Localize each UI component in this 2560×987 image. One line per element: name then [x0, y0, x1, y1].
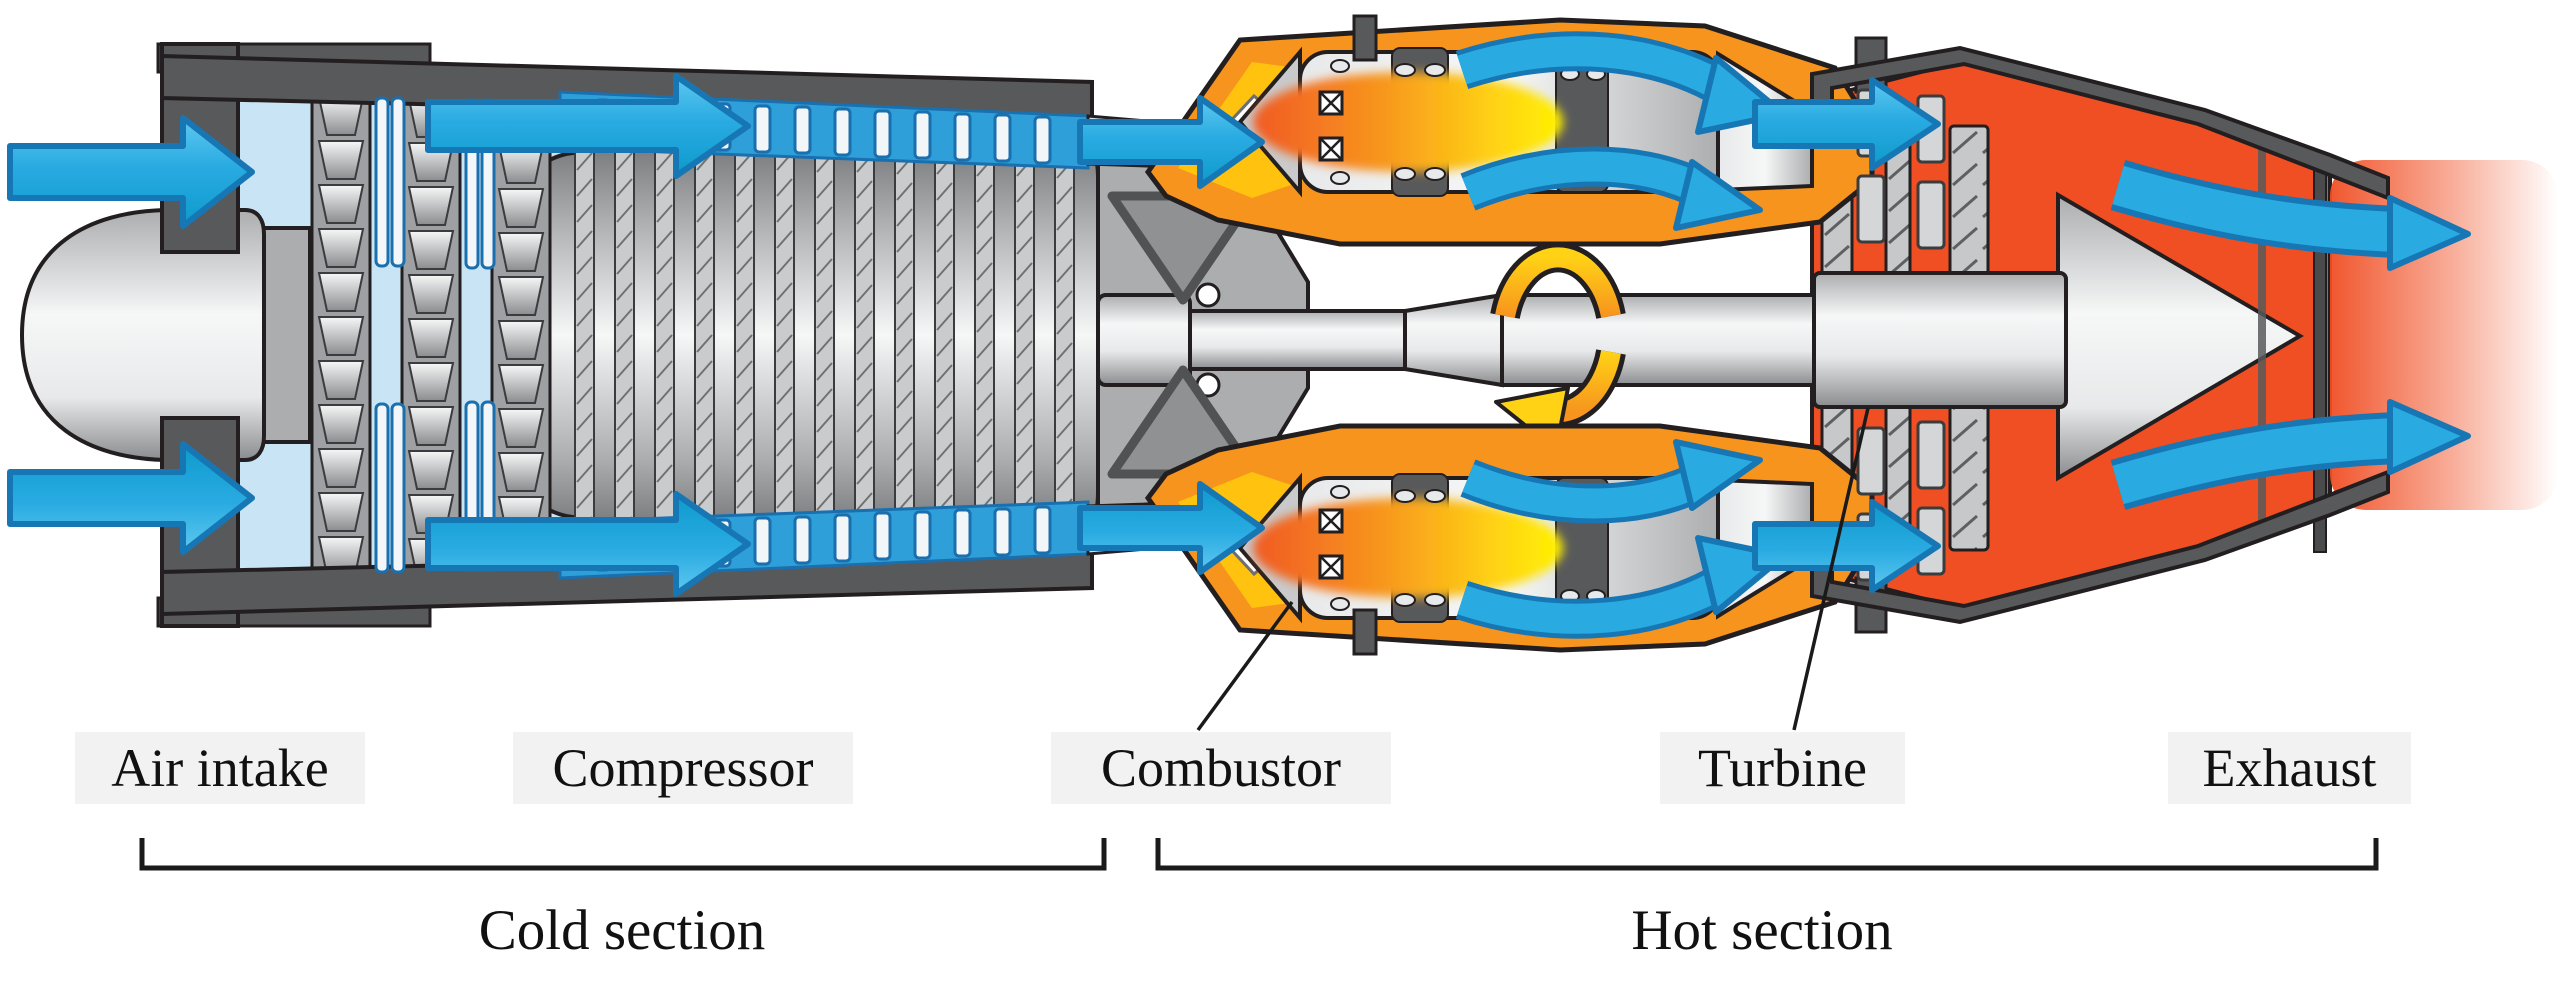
bearing-icon [1195, 282, 1221, 308]
label-exhaust: Exhaust [2168, 732, 2411, 804]
fuel-injector-icon [1318, 90, 1344, 162]
shaft-front [1188, 309, 1407, 371]
combustor-leader-line [1196, 600, 1294, 732]
turbine-hub [1812, 271, 2068, 409]
nozzle-seam [2258, 140, 2266, 530]
fan-blade-column [310, 92, 372, 578]
shaft-mid [1500, 293, 1816, 387]
turbine-leader-line [1792, 407, 1870, 731]
diffuser-flow-arrow [1077, 95, 1265, 189]
cold-section-bracket [139, 838, 1107, 871]
fan-blade-column [400, 94, 462, 576]
label-combustor: Combustor [1051, 732, 1391, 804]
intake-flow-arrow [7, 115, 255, 229]
engine-upper-half [7, 14, 2471, 305]
hot-section-bracket [1155, 838, 2379, 871]
section-brackets [139, 838, 2379, 871]
leader-lines [1196, 407, 1870, 732]
combustor-flow-arrow [1460, 146, 1763, 231]
main-shaft [1096, 271, 2068, 409]
compressor-flow-arrow [425, 73, 751, 179]
label-air-intake: Air intake [75, 732, 365, 804]
shaft-flange [1096, 293, 1192, 387]
exhaust-flow-arrow [2110, 160, 2471, 271]
turbine-flow-arrow [1752, 77, 1941, 171]
fan-blade-columns [310, 92, 552, 578]
nose-cone [19, 208, 266, 462]
shaft-taper [1403, 292, 1504, 388]
combustor-assembly [1144, 17, 1875, 247]
label-hot-section: Hot section [1631, 899, 1893, 962]
label-turbine: Turbine [1660, 732, 1905, 804]
fan-blade-column [490, 96, 552, 574]
casing-tab [1352, 14, 1378, 62]
compressor-drum [522, 126, 1100, 544]
label-cold-section: Cold section [478, 899, 766, 962]
label-compressor: Compressor [513, 732, 853, 804]
